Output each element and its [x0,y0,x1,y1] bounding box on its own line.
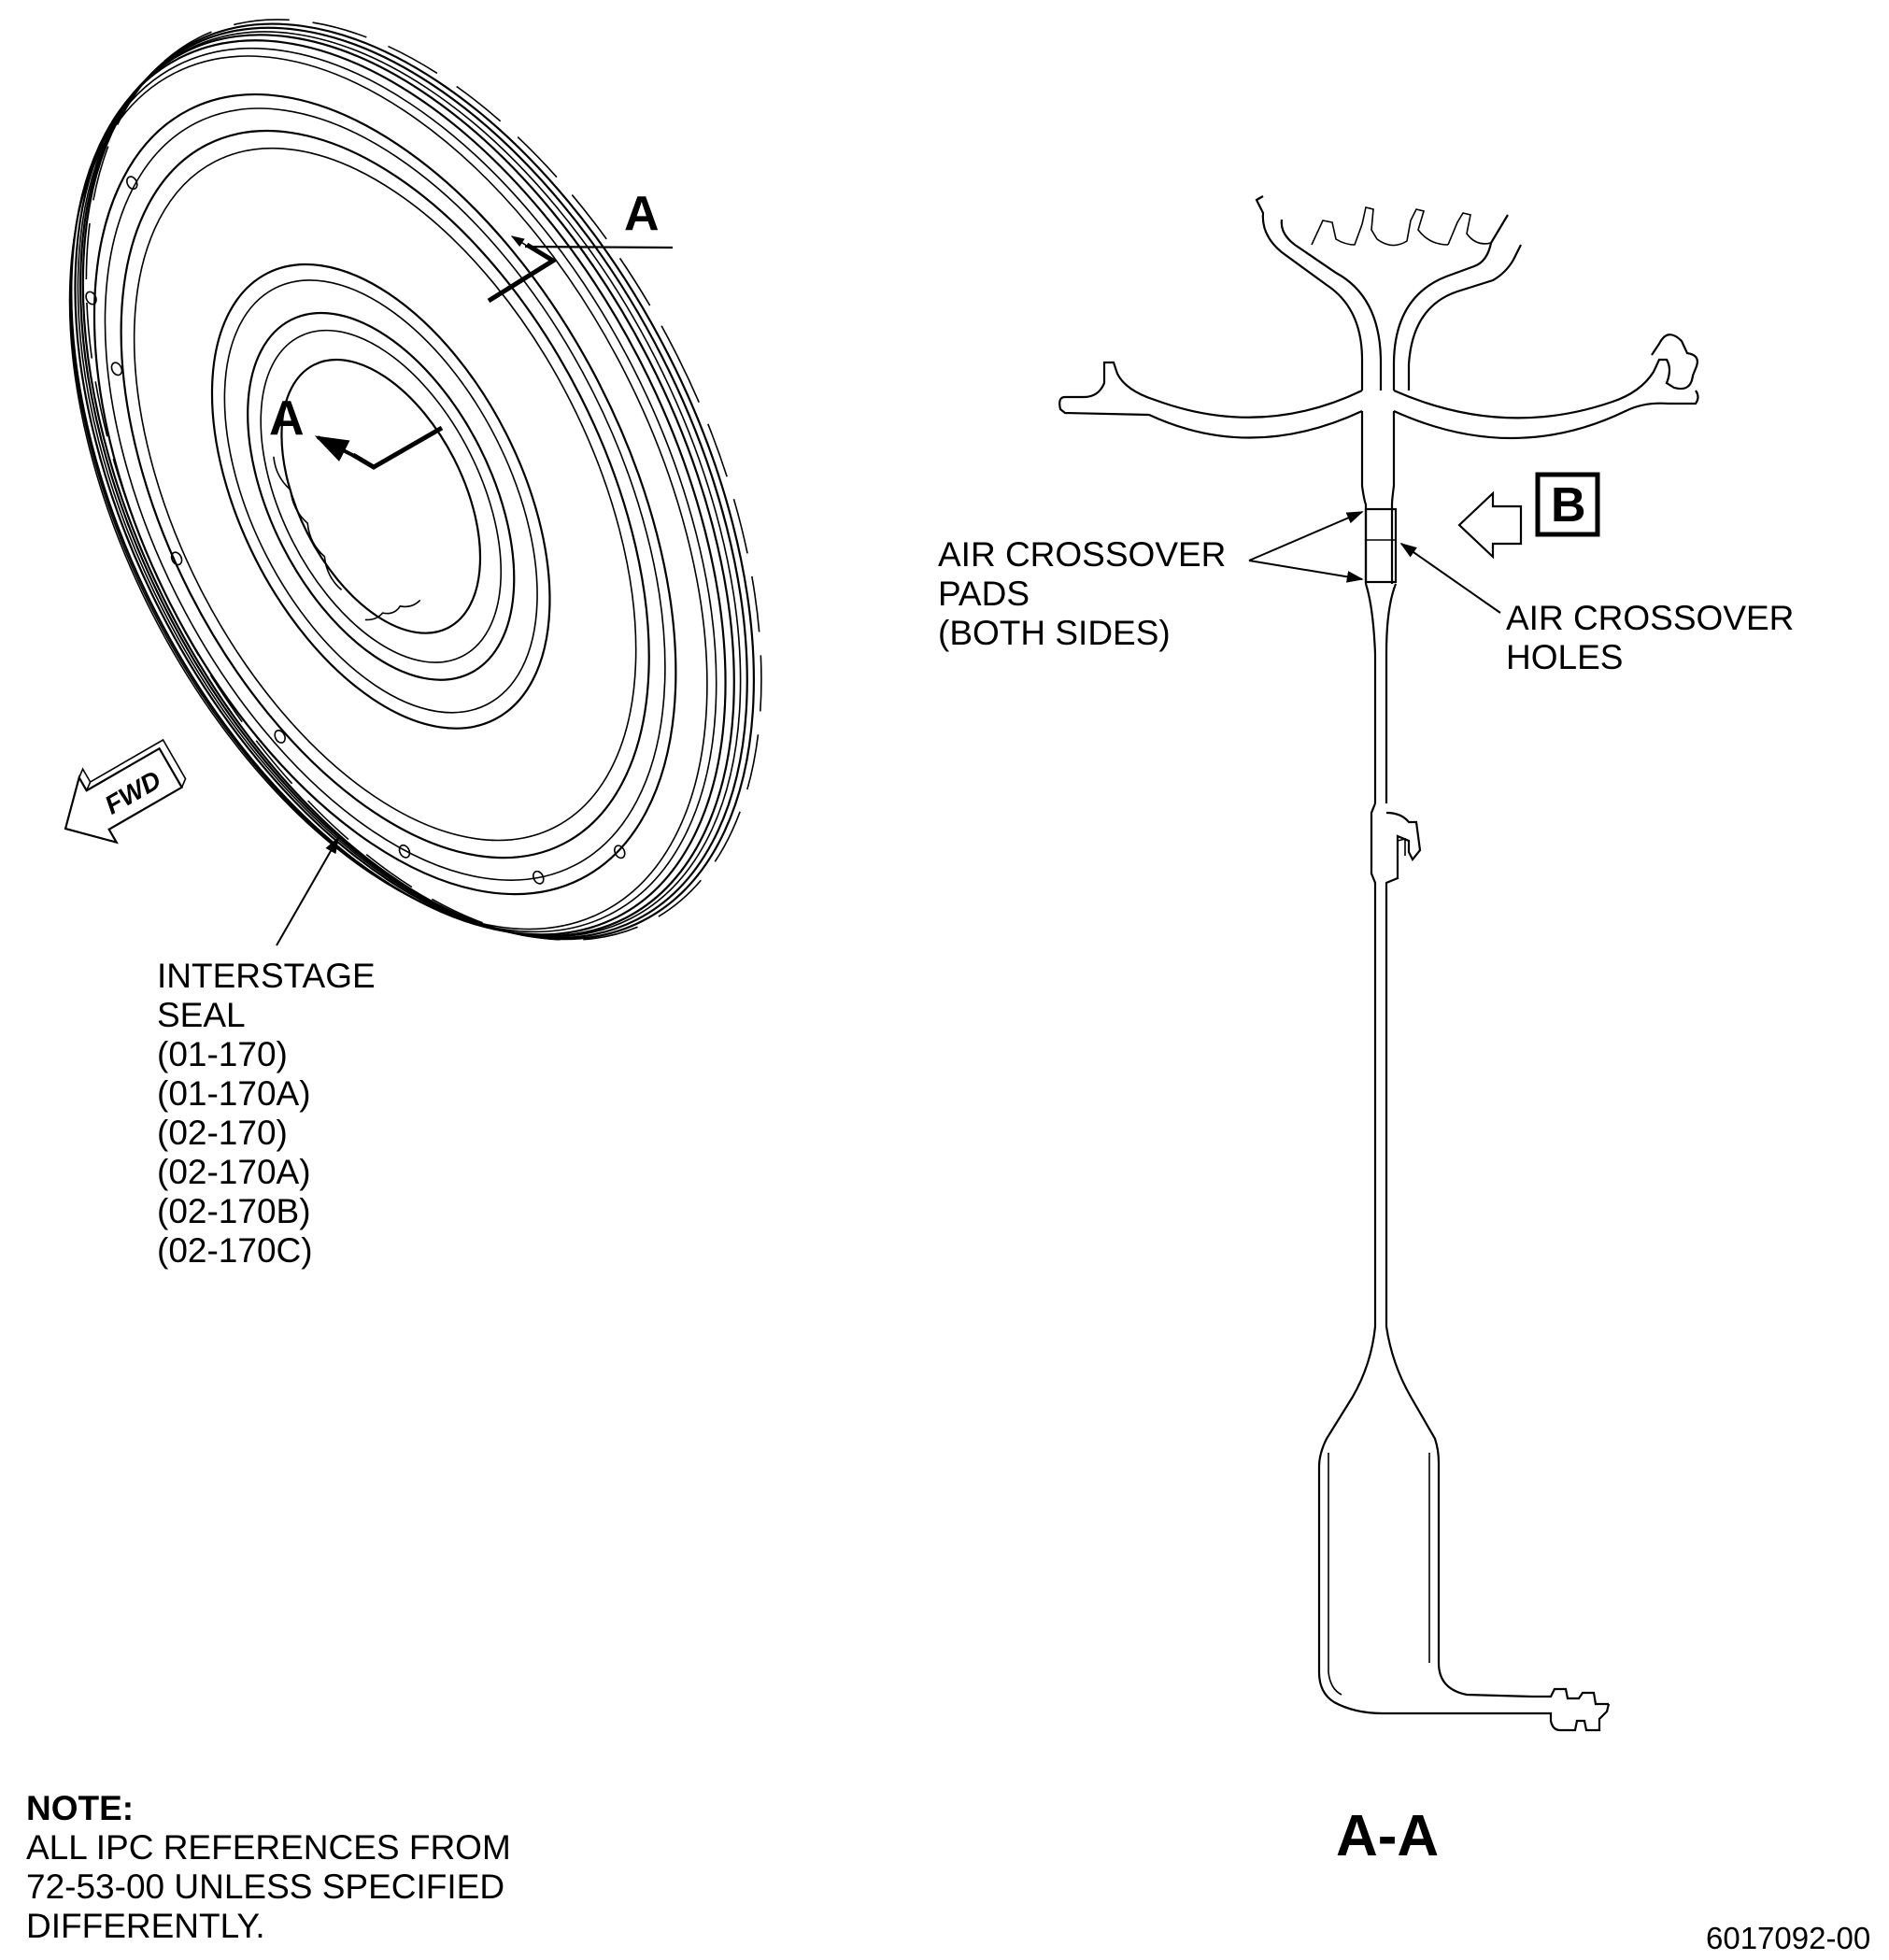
note-line: DIFFERENTLY. [26,1907,265,1945]
section-arrow-icon [487,235,674,304]
seal-callout: INTERSTAGE SEAL (01-170) (01-170A) (02-1… [157,957,376,1270]
note-line: ALL IPC REFERENCES FROM [26,1828,511,1867]
seal-callout-line: (02-170) [157,1114,288,1152]
note-heading: NOTE: [26,1789,134,1827]
section-marker-inner: A [269,391,305,446]
seal-callout-line: SEAL [157,996,246,1034]
interstage-seal-drawing: A A [68,19,762,941]
holes-leader [1399,542,1501,614]
pads-callout-line: PADS [938,575,1030,613]
fwd-label: FWD [100,765,166,820]
holes-callout-line: HOLES [1506,638,1623,676]
detail-label: B [1551,478,1586,533]
fwd-arrow-icon: FWD [64,738,187,845]
seal-callout-line: (02-170A) [157,1153,311,1191]
holes-callout: AIR CROSSOVER HOLES [1506,599,1794,676]
seal-callout-line: (01-170A) [157,1074,311,1113]
section-a-a-profile [1058,195,1699,1732]
holes-callout-line: AIR CROSSOVER [1506,599,1794,637]
note-line: 72-53-00 UNLESS SPECIFIED [26,1868,504,1906]
figure-id: 6017092-00 [1706,1921,1870,1955]
bolt-holes [85,176,626,885]
view-b-arrow-icon [1457,490,1523,560]
seal-callout-line: INTERSTAGE [157,957,376,995]
seal-callout-line: (01-170) [157,1035,288,1073]
seal-leader [276,836,339,946]
section-marker-outer: A [624,187,660,241]
section-title: A-A [1336,1804,1439,1868]
seal-callout-line: (02-170B) [157,1192,311,1230]
detail-b-box: B [1535,472,1600,537]
pads-callout: AIR CROSSOVER PADS (BOTH SIDES) [938,535,1226,652]
pads-callout-line: (BOTH SIDES) [938,614,1171,652]
pads-callout-line: AIR CROSSOVER [938,535,1226,574]
view-arrow-icon [314,425,444,470]
pads-leaders [1248,511,1364,583]
note-block: NOTE: ALL IPC REFERENCES FROM 72-53-00 U… [26,1789,511,1945]
seal-callout-line: (02-170C) [157,1231,313,1270]
